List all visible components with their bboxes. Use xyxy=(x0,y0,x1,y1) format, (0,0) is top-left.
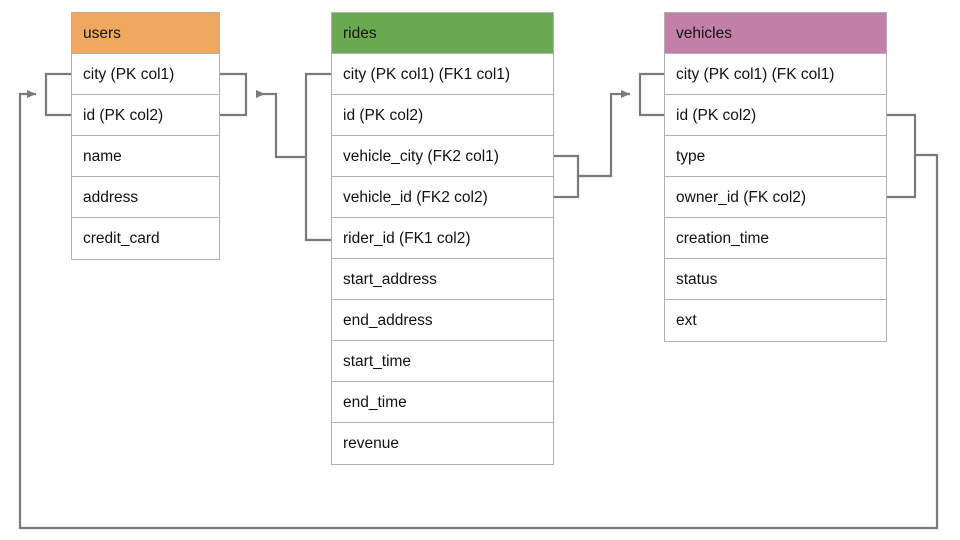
entity-users-field-name[interactable]: name xyxy=(72,136,219,177)
entity-rides-field-city[interactable]: city (PK col1) (FK1 col1) xyxy=(332,54,553,95)
entity-vehicles-field-creation-time[interactable]: creation_time xyxy=(665,218,886,259)
entity-rides-field-rider-id[interactable]: rider_id (FK1 col2) xyxy=(332,218,553,259)
entity-rides-field-end-address[interactable]: end_address xyxy=(332,300,553,341)
entity-vehicles-title: vehicles xyxy=(665,13,886,54)
entity-rides-field-end-time[interactable]: end_time xyxy=(332,382,553,423)
entity-vehicles-field-type[interactable]: type xyxy=(665,136,886,177)
entity-rides-field-start-time[interactable]: start_time xyxy=(332,341,553,382)
entity-rides-field-revenue[interactable]: revenue xyxy=(332,423,553,464)
connector-rides-right-bracket xyxy=(554,154,580,199)
entity-rides-field-vehicle-id[interactable]: vehicle_id (FK2 col2) xyxy=(332,177,553,218)
connector-rides-fk2-run xyxy=(578,90,630,178)
entity-rides-field-start-address[interactable]: start_address xyxy=(332,259,553,300)
connector-rides-left-bracket xyxy=(304,72,331,242)
entity-vehicles-field-ext[interactable]: ext xyxy=(665,300,886,341)
entity-rides-title: rides xyxy=(332,13,553,54)
connector-vehicles-left-bracket xyxy=(638,72,664,117)
entity-users-title: users xyxy=(72,13,219,54)
entity-users-field-id[interactable]: id (PK col2) xyxy=(72,95,219,136)
connector-users-left-bracket xyxy=(44,72,71,117)
entity-vehicles-field-owner-id[interactable]: owner_id (FK col2) xyxy=(665,177,886,218)
entity-vehicles-field-status[interactable]: status xyxy=(665,259,886,300)
entity-rides-field-vehicle-city[interactable]: vehicle_city (FK2 col1) xyxy=(332,136,553,177)
connector-vehicles-right-bracket xyxy=(887,113,917,199)
entity-rides-field-id[interactable]: id (PK col2) xyxy=(332,95,553,136)
entity-users-field-credit-card[interactable]: credit_card xyxy=(72,218,219,259)
connector-users-right-bracket xyxy=(220,72,248,117)
entity-rides[interactable]: rides city (PK col1) (FK1 col1) id (PK c… xyxy=(331,12,554,465)
entity-users-field-city[interactable]: city (PK col1) xyxy=(72,54,219,95)
entity-users-field-address[interactable]: address xyxy=(72,177,219,218)
entity-vehicles[interactable]: vehicles city (PK col1) (FK col1) id (PK… xyxy=(664,12,887,342)
entity-vehicles-field-city[interactable]: city (PK col1) (FK col1) xyxy=(665,54,886,95)
entity-users[interactable]: users city (PK col1) id (PK col2) name a… xyxy=(71,12,220,260)
connector-rides-fk1-run xyxy=(256,90,306,159)
entity-vehicles-field-id[interactable]: id (PK col2) xyxy=(665,95,886,136)
